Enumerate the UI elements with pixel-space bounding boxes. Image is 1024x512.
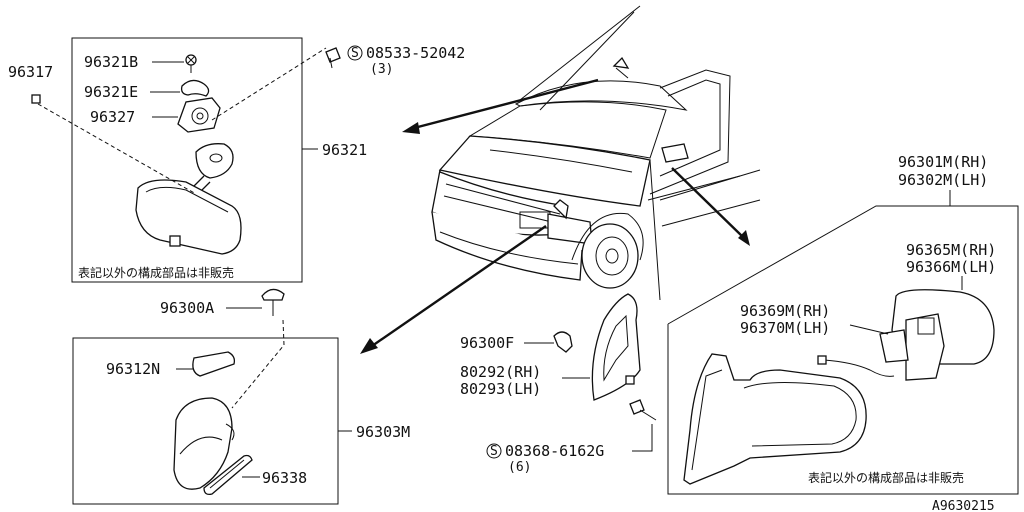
leader-96369m	[849, 324, 889, 335]
svg-text:80293(LH): 80293(LH)	[460, 380, 541, 398]
svg-text:S: S	[351, 46, 359, 61]
svg-text:96301M(RH): 96301M(RH)	[898, 153, 988, 171]
cap-96312n	[192, 351, 236, 377]
svg-text:08368-6162G: 08368-6162G	[505, 442, 604, 460]
pointer-arrows	[360, 78, 750, 354]
label-08533: S 08533-52042 (3)	[347, 44, 465, 77]
note-not-sold-right: 表記以外の構成部品は非販売	[808, 470, 964, 485]
label-96370m: 96370M(LH)	[740, 319, 830, 337]
leader-cover-dashed	[231, 319, 285, 409]
label-96301m: 96301M(RH)	[898, 153, 988, 171]
inner-mirror-assembly	[135, 143, 242, 255]
svg-text:S: S	[490, 444, 498, 459]
harness	[823, 359, 895, 377]
gasket-96338	[203, 454, 253, 496]
base-96327	[177, 97, 221, 133]
outer-mirror-box	[667, 205, 1019, 495]
leader-08368	[632, 424, 653, 452]
screw-96300a	[261, 288, 285, 316]
bolt-08533	[325, 47, 341, 69]
note-not-sold-left: 表記以外の構成部品は非販売	[78, 265, 234, 280]
label-96312n: 96312N	[106, 360, 160, 378]
svg-text:96300A: 96300A	[160, 299, 214, 317]
svg-text:96365M(RH): 96365M(RH)	[906, 241, 996, 259]
svg-text:(3): (3)	[370, 62, 393, 77]
label-96302m: 96302M(LH)	[898, 171, 988, 189]
svg-text:96370M(LH): 96370M(LH)	[740, 319, 830, 337]
svg-text:96312N: 96312N	[106, 360, 160, 378]
harness-connector	[817, 355, 827, 365]
svg-text:96321B: 96321B	[84, 53, 138, 71]
vehicle-illustration	[431, 5, 761, 301]
clip-96300f	[553, 331, 573, 353]
label-96300f: 96300F	[460, 334, 514, 352]
svg-text:96300F: 96300F	[460, 334, 514, 352]
mirror-cover-96303m	[173, 397, 235, 490]
svg-text:(6): (6)	[508, 460, 531, 475]
finisher-80292	[591, 293, 641, 401]
label-80292: 80292(RH)	[460, 363, 541, 381]
svg-text:96366M(LH): 96366M(LH)	[906, 258, 996, 276]
label-96300a: 96300A	[160, 299, 214, 317]
svg-text:80292(RH): 80292(RH)	[460, 363, 541, 381]
label-96321b: 96321B	[84, 53, 138, 71]
svg-text:96317: 96317	[8, 63, 53, 81]
label-96369m: 96369M(RH)	[740, 302, 830, 320]
inner-mirror-box	[71, 37, 303, 283]
leader-96317-dashed	[37, 103, 197, 195]
svg-text:96338: 96338	[262, 469, 307, 487]
svg-text:96327: 96327	[90, 108, 135, 126]
svg-text:96302M(LH): 96302M(LH)	[898, 171, 988, 189]
label-96365m: 96365M(RH)	[906, 241, 996, 259]
label-96303m: 96303M	[356, 423, 410, 441]
door-mirror-assembly	[683, 353, 867, 485]
door-mirror-cover-box	[72, 337, 339, 505]
svg-text:96321E: 96321E	[84, 83, 138, 101]
leader-bolt-dashed	[211, 47, 327, 121]
svg-text:96369M(RH): 96369M(RH)	[740, 302, 830, 320]
svg-text:96321: 96321	[322, 141, 367, 159]
svg-text:08533-52042: 08533-52042	[366, 44, 465, 62]
label-96321: 96321	[322, 141, 367, 159]
screw-96321b	[185, 54, 197, 73]
label-96317: 96317	[8, 63, 53, 81]
actuator-96369m	[879, 313, 945, 381]
clip-96317	[31, 94, 41, 104]
label-96321e: 96321E	[84, 83, 138, 101]
bolt-08368	[629, 399, 657, 421]
label-08368: S 08368-6162G (6)	[486, 442, 604, 475]
svg-text:96303M: 96303M	[356, 423, 410, 441]
spring-96321e	[180, 79, 210, 97]
label-96327: 96327	[90, 108, 135, 126]
label-80293: 80293(LH)	[460, 380, 541, 398]
figure-code: A9630215	[932, 499, 995, 512]
label-96366m: 96366M(LH)	[906, 258, 996, 276]
label-96338: 96338	[262, 469, 307, 487]
